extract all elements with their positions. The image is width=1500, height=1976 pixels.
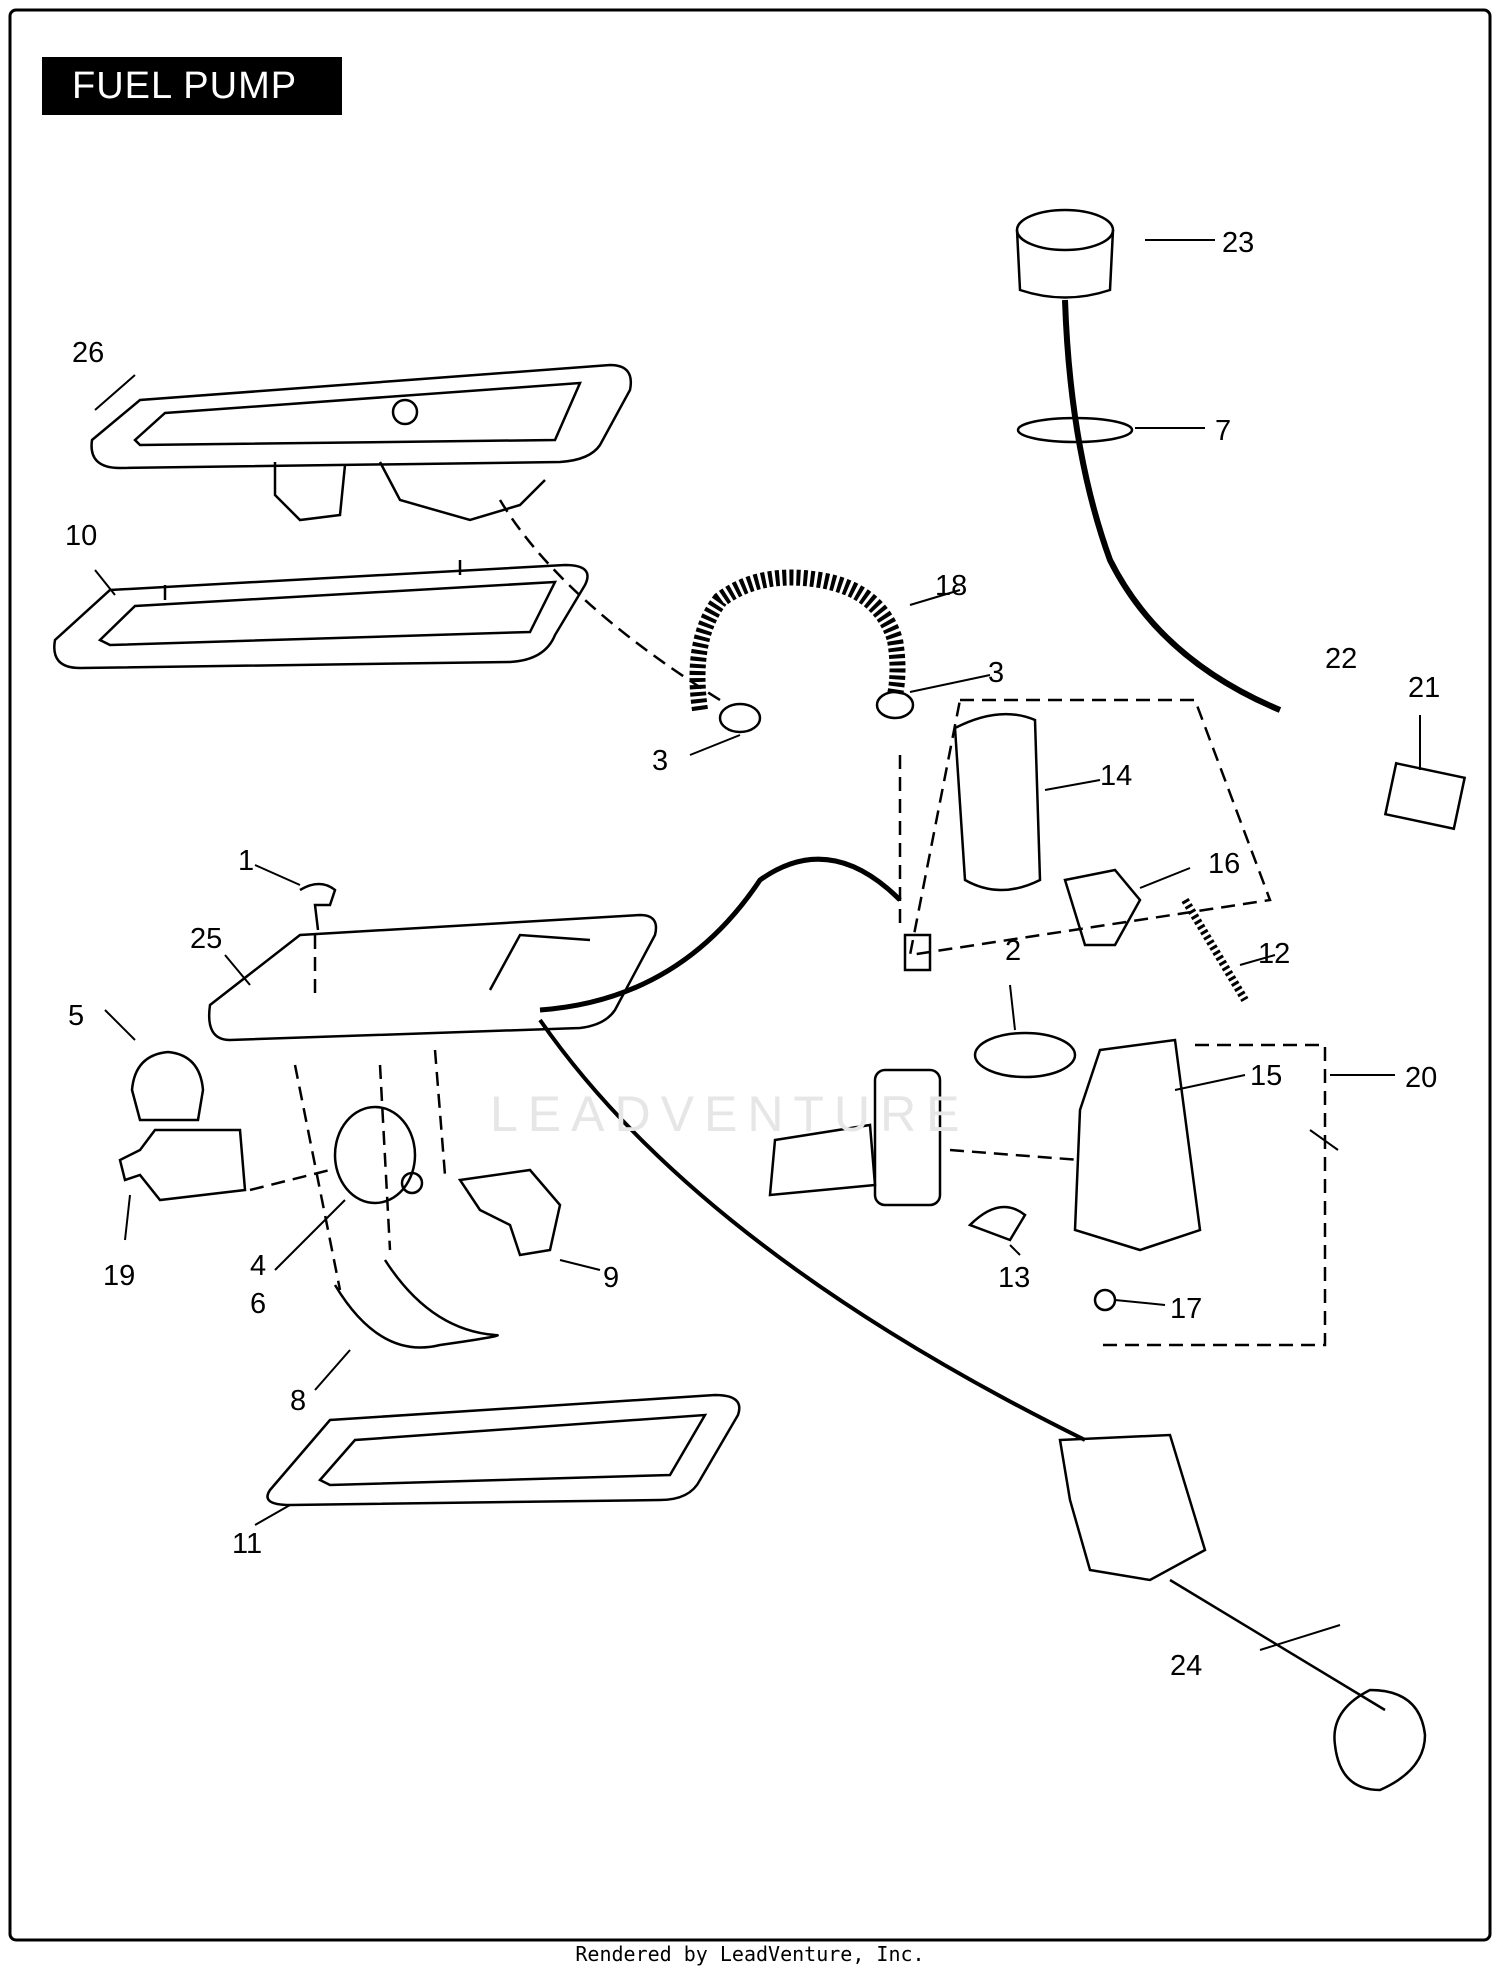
part-8-wire-clip[interactable] <box>333 1259 499 1349</box>
watermark: LEADVENTURE <box>490 1086 970 1142</box>
callout-11[interactable]: 11 <box>232 1528 262 1560</box>
part-3-clamp-right[interactable] <box>875 690 915 720</box>
callout-17[interactable]: 17 <box>1170 1293 1202 1325</box>
callout-18[interactable]: 18 <box>935 570 967 602</box>
callout-2[interactable]: 2 <box>1005 935 1021 967</box>
callout-8[interactable]: 8 <box>290 1385 306 1417</box>
callout-13[interactable]: 13 <box>998 1262 1030 1294</box>
part-16-bracket[interactable] <box>1063 868 1142 947</box>
callout-20[interactable]: 20 <box>1405 1062 1437 1094</box>
guide-lines <box>249 499 1081 1291</box>
callout-19[interactable]: 19 <box>103 1260 135 1292</box>
part-17-nut[interactable] <box>1093 1288 1117 1312</box>
leader-lines <box>94 239 1421 1651</box>
callout-6[interactable]: 6 <box>250 1288 266 1320</box>
callout-10[interactable]: 10 <box>65 520 97 552</box>
part-15-arm[interactable] <box>1073 1038 1202 1252</box>
callout-15[interactable]: 15 <box>1250 1060 1282 1092</box>
part-2-band[interactable] <box>973 1031 1077 1079</box>
part-14-sleeve[interactable] <box>953 712 1042 892</box>
callout-4[interactable]: 4 <box>250 1250 266 1282</box>
callout-12[interactable]: 12 <box>1258 938 1290 970</box>
part-11-gasket[interactable] <box>266 1393 741 1507</box>
fuel-pump[interactable] <box>768 933 942 1207</box>
callout-24[interactable]: 24 <box>1170 1650 1202 1682</box>
callout-16[interactable]: 16 <box>1208 848 1240 880</box>
dashed-outline <box>908 698 1272 957</box>
wiring-harness <box>539 856 902 1013</box>
part-4-filter[interactable] <box>333 1105 424 1205</box>
callout-7[interactable]: 7 <box>1215 415 1231 447</box>
callout-3a[interactable]: 3 <box>652 745 668 777</box>
part-20-bracket-line <box>1100 1043 1327 1347</box>
part-13-clip[interactable] <box>967 1205 1027 1242</box>
drawing <box>53 208 1467 1792</box>
part-21-connector[interactable] <box>1383 761 1467 831</box>
footer-credit: Rendered by LeadVenture, Inc. <box>575 1942 925 1966</box>
callout-9[interactable]: 9 <box>603 1262 619 1294</box>
part-26-cover-plate[interactable] <box>90 363 633 522</box>
part-24-sending-unit[interactable] <box>1058 1433 1427 1792</box>
part-19-housing[interactable] <box>118 1128 247 1202</box>
callout-25[interactable]: 25 <box>190 923 222 955</box>
part-18-hose[interactable] <box>689 569 906 712</box>
page-title: FUEL PUMP <box>42 57 342 115</box>
part-23-cap[interactable] <box>1015 208 1115 299</box>
callout-1[interactable]: 1 <box>238 845 254 877</box>
part-12-spring[interactable] <box>1181 897 1249 1003</box>
callout-3b[interactable]: 3 <box>988 657 1004 689</box>
wiring-harness-lower <box>538 1018 1086 1442</box>
part-9-bracket[interactable] <box>457 1168 562 1257</box>
part-22-wire[interactable] <box>1062 299 1282 713</box>
part-25-mounting-plate[interactable] <box>207 913 658 1042</box>
callout-22[interactable]: 22 <box>1325 643 1357 675</box>
part-1-screw[interactable] <box>299 882 337 931</box>
callout-21[interactable]: 21 <box>1408 672 1440 704</box>
callout-26[interactable]: 26 <box>72 337 104 369</box>
part-10-gasket[interactable] <box>53 560 589 670</box>
callout-14[interactable]: 14 <box>1100 760 1132 792</box>
border <box>8 8 1492 1942</box>
callout-23[interactable]: 23 <box>1222 227 1254 259</box>
part-5-regulator[interactable] <box>130 1050 205 1122</box>
callout-5[interactable]: 5 <box>68 1000 84 1032</box>
callouts: 1 2 3 3 4 5 6 7 8 9 10 11 12 13 14 15 16… <box>65 227 1440 1682</box>
part-3-clamp-left[interactable] <box>718 702 762 734</box>
